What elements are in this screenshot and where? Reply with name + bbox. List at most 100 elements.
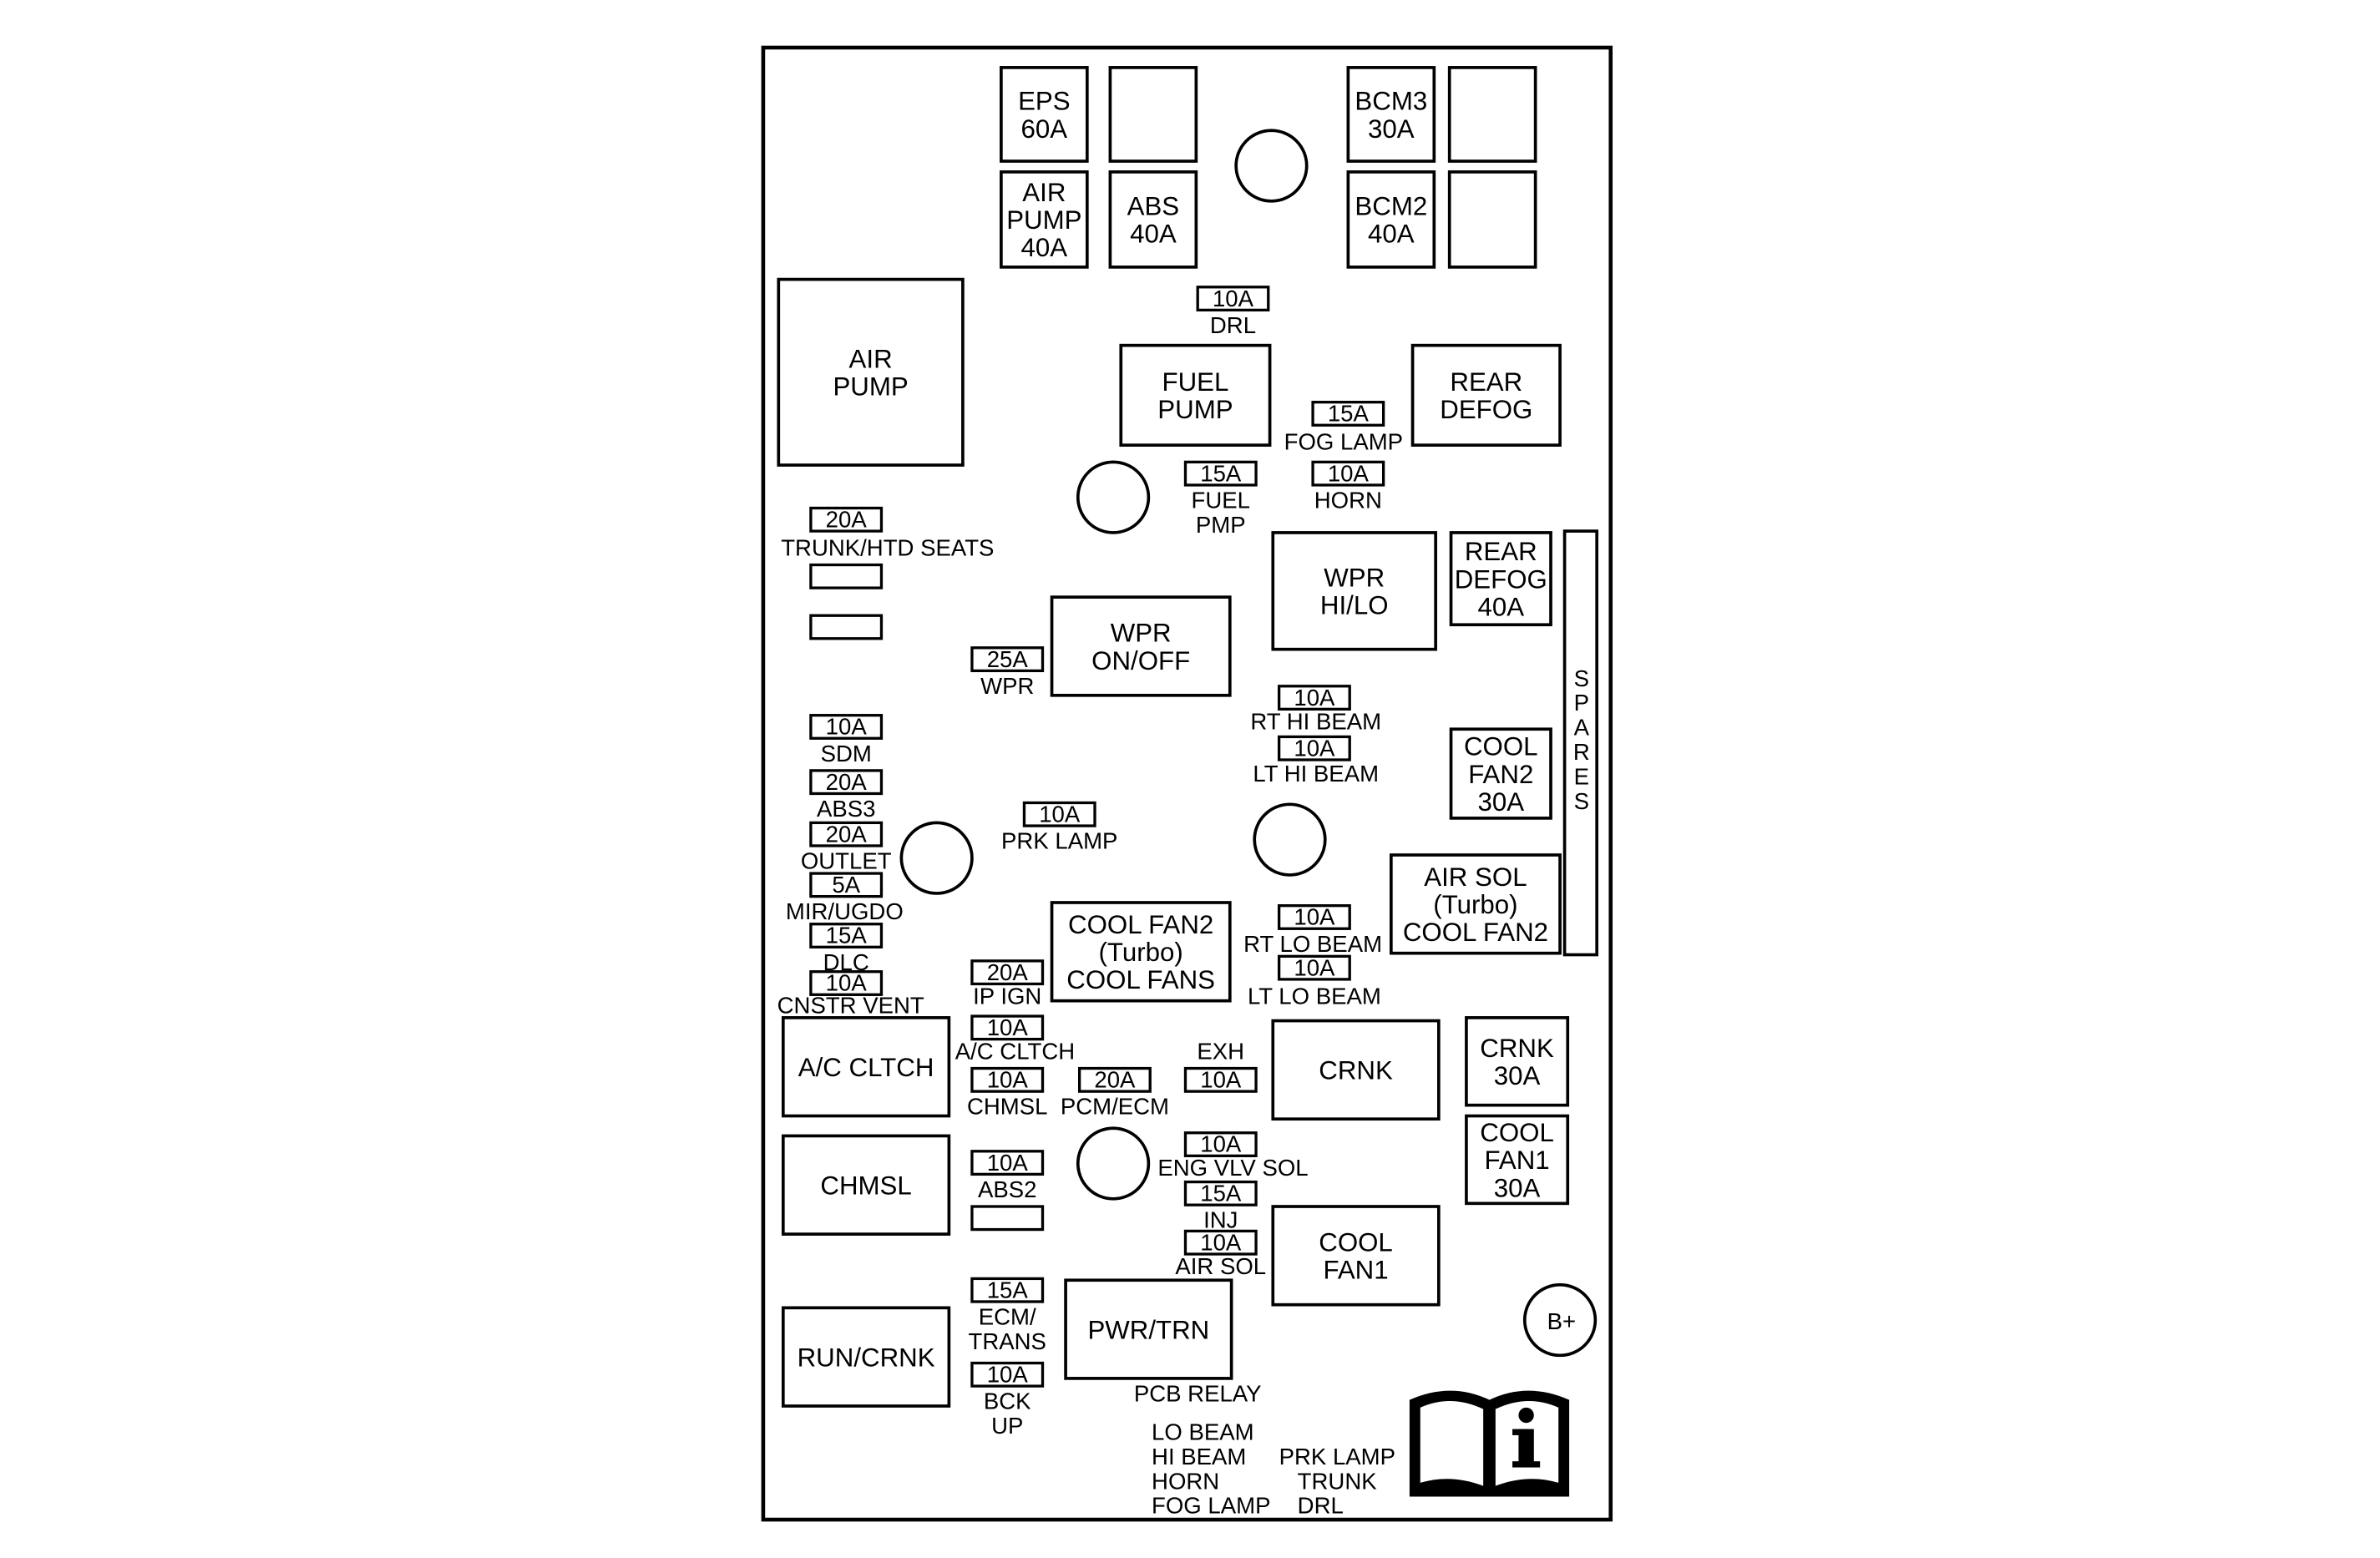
fuse-amp-rating: 5A — [832, 872, 860, 898]
fuse-amp-rating: 10A — [826, 970, 868, 996]
fuse-amp-rating: 15A — [987, 1277, 1029, 1303]
fuse-label: CNSTR VENT — [777, 992, 924, 1018]
fuse-label: BCK — [984, 1389, 1031, 1414]
fuse-label: OUTLET — [801, 848, 892, 874]
fuse-label: TRANS — [969, 1328, 1046, 1354]
box-label: EPS — [1018, 87, 1071, 116]
fuse-amp-rating: 10A — [1039, 801, 1081, 827]
fuse-amp-rating: 10A — [987, 1362, 1029, 1388]
box-label: COOL FAN2 — [1403, 918, 1548, 947]
box-label: FAN2 — [1468, 760, 1533, 789]
box-label: PWR/TRN — [1087, 1315, 1209, 1344]
spares-letter: R — [1573, 739, 1590, 765]
box-label: 40A — [1368, 220, 1415, 249]
box-label: 30A — [1494, 1061, 1541, 1090]
fuse-label: ABS3 — [817, 796, 875, 822]
box-label: ON/OFF — [1091, 646, 1190, 675]
box-label: BCM3 — [1355, 87, 1427, 116]
fuse-label: CHMSL — [967, 1094, 1047, 1120]
fuse-label: FOG LAMP — [1284, 429, 1403, 455]
mounting-hole — [1076, 1126, 1151, 1201]
cool-fan2-relay-relay: COOL FAN2(Turbo)COOL FANS — [1050, 901, 1232, 1003]
pcb-relay-circuit: TRUNK — [1298, 1468, 1378, 1494]
fuse-amp-rating: 10A — [1294, 954, 1335, 980]
fuse-amp-rating: 10A — [987, 1067, 1029, 1093]
pcb-relay-label: PCB RELAY — [1134, 1380, 1262, 1406]
fuse-label: ABS2 — [978, 1176, 1036, 1202]
fuse-amp-rating: 15A — [1200, 1181, 1242, 1206]
box-label: CRNK — [1480, 1034, 1554, 1063]
box-label: 60A — [1021, 114, 1068, 144]
fuse-amp-rating: 10A — [1294, 904, 1335, 930]
ac-clutch-relay-relay: A/C CLTCH — [781, 1016, 951, 1118]
fuse-label: PMP — [1196, 512, 1246, 538]
fuse-amp-rating: 20A — [987, 959, 1029, 985]
box-label: 40A — [1130, 220, 1177, 249]
crank-relay-relay: CRNK — [1271, 1019, 1441, 1121]
run-crank-relay-relay: RUN/CRNK — [781, 1306, 951, 1408]
box-label: COOL FANS — [1066, 965, 1215, 994]
fuse-label: FUEL — [1192, 488, 1250, 513]
fuse-amp-rating: 10A — [1294, 685, 1335, 711]
air-sol-relay-relay: AIR SOL(Turbo)COOL FAN2 — [1389, 853, 1562, 955]
fuse-label: INJ — [1203, 1207, 1238, 1233]
fuse-label: PCM/ECM — [1061, 1094, 1169, 1120]
fuse-label: WPR — [980, 673, 1034, 699]
mounting-hole — [1234, 129, 1309, 203]
fuse-label: HORN — [1314, 488, 1382, 513]
mini-fuse-blank-2 — [809, 614, 884, 640]
fuse-label: RT LO BEAM — [1243, 931, 1382, 957]
box-label: PUMP — [1006, 205, 1081, 235]
box-label: 40A — [1021, 233, 1068, 262]
fuse-label: AIR SOL — [1175, 1253, 1266, 1279]
box-label: HI/LO — [1320, 591, 1389, 620]
fuse-label: A/C CLTCH — [955, 1039, 1075, 1065]
box-label: COOL — [1319, 1228, 1393, 1257]
box-label: A/C CLTCH — [798, 1053, 934, 1082]
pcb-relay-circuit: HI BEAM — [1152, 1444, 1246, 1469]
fuse-amp-rating: 10A — [1200, 1229, 1242, 1255]
mini-fuse-blank-1 — [809, 563, 884, 589]
empty-top-3-maxi-fuse — [1447, 170, 1537, 269]
fuse-label: TRUNK/HTD SEATS — [781, 535, 994, 561]
empty-top-1-maxi-fuse — [1108, 66, 1198, 163]
empty-top-2-maxi-fuse — [1447, 66, 1537, 163]
box-label: REAR — [1450, 367, 1522, 397]
spares-letter: E — [1574, 763, 1589, 789]
fuse-amp-rating: 15A — [1200, 460, 1242, 486]
fuse-label: DRL — [1210, 312, 1256, 338]
fuse-label: IP IGN — [973, 983, 1041, 1009]
spares-letter: A — [1574, 715, 1590, 741]
fuse-amp-rating: 10A — [987, 1014, 1029, 1040]
fuse-amp-rating: 25A — [987, 646, 1029, 672]
box-label: (Turbo) — [1433, 890, 1517, 919]
box-label: 30A — [1368, 114, 1415, 144]
fuse-amp-rating: 20A — [1094, 1067, 1136, 1093]
fuse-label: UP — [991, 1413, 1023, 1439]
box-label: CHMSL — [820, 1171, 911, 1201]
pcb-relay-circuit: HORN — [1152, 1468, 1219, 1494]
mini-fuse-blank-3 — [970, 1205, 1045, 1232]
